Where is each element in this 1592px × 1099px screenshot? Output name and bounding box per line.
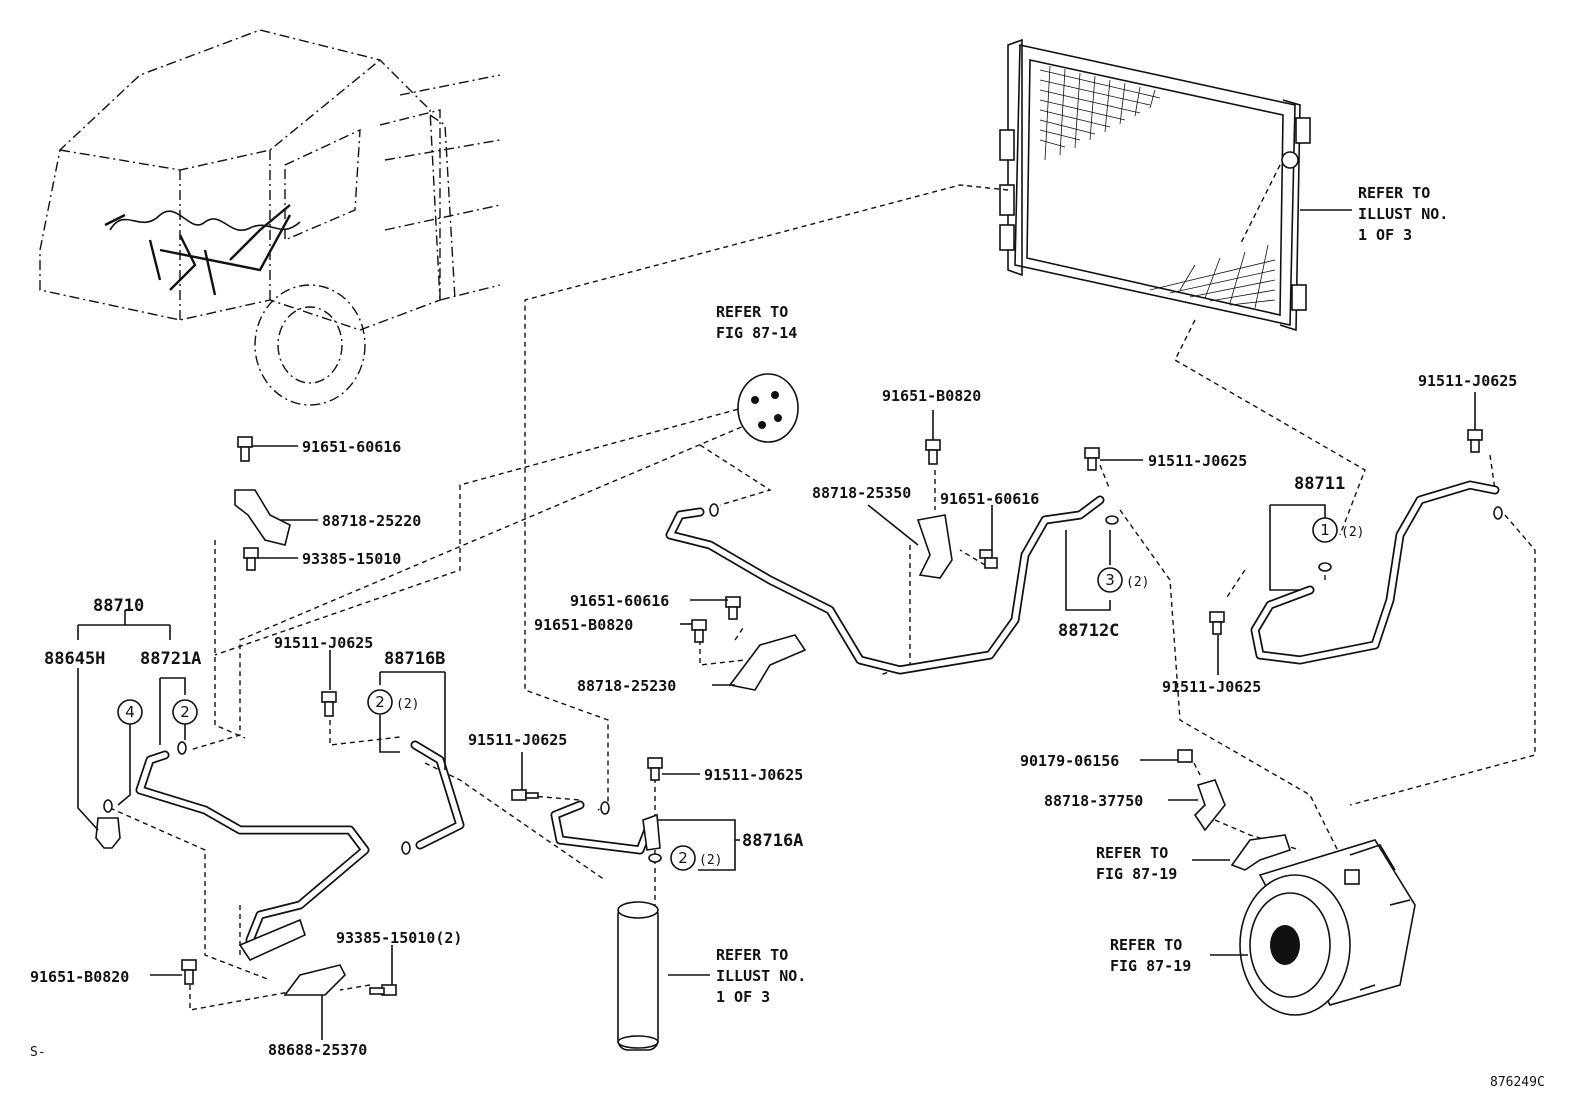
part-label-91651-b0820: 91651-B0820 — [534, 616, 633, 634]
part-label-91511-j0625: 91511-J0625 — [1148, 452, 1247, 470]
part-label-91511-j0625: 91511-J0625 — [704, 766, 803, 784]
leader-lines — [109, 164, 1536, 1011]
svg-text:1 OF 3: 1 OF 3 — [1358, 226, 1412, 244]
quantity-label: (2) — [1341, 525, 1364, 540]
part-label-91651-b0820: 91651-B0820 — [30, 968, 129, 986]
svg-text:REFER TO: REFER TO — [1358, 184, 1430, 202]
refer-to-illust-note: REFER TO ILLUST NO. 1 OF 3 — [716, 946, 806, 1006]
svg-text:FIG 87-19: FIG 87-19 — [1096, 865, 1177, 883]
refer-to-illust-note: REFER TO ILLUST NO. 1 OF 3 — [1358, 184, 1448, 244]
part-label-88718-25220: 88718-25220 — [322, 512, 421, 530]
part-label-88712c: 88712C — [1058, 621, 1119, 641]
bolt-icon — [321, 691, 337, 717]
svg-text:REFER TO: REFER TO — [716, 303, 788, 321]
svg-text:2: 2 — [375, 693, 385, 711]
block-fitting — [238, 918, 306, 962]
bolt-icon — [925, 439, 941, 465]
callout-circle-2: 2 — [367, 689, 393, 715]
footer-mark: S- — [30, 1045, 46, 1060]
callout-circle-1: 1 — [1312, 517, 1338, 543]
callout-circles: 4 2 2 2 3 1 — [117, 517, 1338, 871]
svg-text:ILLUST NO.: ILLUST NO. — [716, 967, 806, 985]
clutch-pulley-icon — [737, 373, 799, 443]
pressure-switch-88645h — [95, 817, 121, 849]
quantity-label: (2) — [699, 853, 722, 868]
part-label-88716a: 88716A — [742, 831, 803, 851]
bolt-icon — [691, 619, 707, 643]
refer-to-fig-87-14-note: REFER TO FIG 87-14 — [716, 303, 797, 342]
svg-text:2: 2 — [180, 703, 190, 721]
svg-text:1 OF 3: 1 OF 3 — [716, 988, 770, 1006]
part-label-88711: 88711 — [1294, 474, 1345, 494]
refer-to-fig-87-19-note: REFER TO FIG 87-19 — [1110, 936, 1191, 975]
bolt-icon — [181, 959, 197, 985]
svg-text:FIG 87-19: FIG 87-19 — [1110, 957, 1191, 975]
svg-text:REFER TO: REFER TO — [1110, 936, 1182, 954]
svg-text:REFER TO: REFER TO — [1096, 844, 1168, 862]
part-label-91651-60616: 91651-60616 — [570, 592, 669, 610]
small-parts — [95, 373, 1503, 1051]
part-label-91511-j0625: 91511-J0625 — [1418, 372, 1517, 390]
label-leaders — [77, 209, 1476, 1040]
quantity-label: (2) — [396, 697, 419, 712]
part-labels: 91651-60616 88718-25220 93385-15010 8871… — [30, 184, 1545, 1090]
bolt-icon — [725, 596, 741, 620]
bracket-88718-25230 — [728, 634, 807, 691]
refer-to-fig-87-19-note: REFER TO FIG 87-19 — [1096, 844, 1177, 883]
callout-circle-3: 3 — [1097, 567, 1123, 593]
bracket-88718-25220 — [234, 489, 291, 546]
part-label-91511-j0625: 91511-J0625 — [274, 634, 373, 652]
bolt-icon — [979, 549, 998, 569]
part-label-91511-j0625: 91511-J0625 — [468, 731, 567, 749]
quantity-label: (2) — [1126, 575, 1149, 590]
bolt-icon — [1209, 611, 1225, 635]
receiver-drier — [617, 901, 659, 1051]
callout-circle-2: 2 — [172, 699, 198, 725]
svg-text:1: 1 — [1320, 521, 1330, 539]
valve-fitting — [642, 813, 661, 851]
vehicle-outline-illustration — [39, 29, 501, 406]
bracket-fig-87-19 — [1230, 834, 1292, 871]
part-label-93385-15010: 93385-15010 — [302, 550, 401, 568]
condenser-illustration — [999, 38, 1311, 332]
part-label-93385-15010-qty2: 93385-15010(2) — [336, 929, 462, 947]
bolt-icon — [237, 436, 253, 462]
svg-text:4: 4 — [125, 703, 135, 721]
part-label-88716b: 88716B — [384, 649, 445, 669]
part-label-91511-j0625: 91511-J0625 — [1162, 678, 1261, 696]
bolt-icon — [369, 984, 397, 996]
bolt-icon — [647, 757, 663, 781]
bracket-88688-25370 — [283, 964, 346, 996]
compressor — [1239, 839, 1416, 1016]
part-label-88688-25370: 88688-25370 — [268, 1041, 367, 1059]
part-label-88718-25230: 88718-25230 — [577, 677, 676, 695]
part-label-88718-37750: 88718-37750 — [1044, 792, 1143, 810]
part-label-91651-b0820: 91651-B0820 — [882, 387, 981, 405]
refrigerant-lines — [135, 480, 1500, 945]
svg-text:ILLUST NO.: ILLUST NO. — [1358, 205, 1448, 223]
callout-circle-2: 2 — [670, 845, 696, 871]
diagram-code: 876249C — [1490, 1075, 1545, 1090]
part-label-91651-60616: 91651-60616 — [302, 438, 401, 456]
callout-circle-4: 4 — [117, 699, 143, 725]
part-label-88721a: 88721A — [140, 649, 201, 669]
svg-text:2: 2 — [678, 849, 688, 867]
bolt-icon — [243, 547, 259, 571]
svg-text:REFER TO: REFER TO — [716, 946, 788, 964]
bracket-88718-25350 — [916, 514, 953, 579]
part-label-88710: 88710 — [93, 596, 144, 616]
part-label-91651-60616: 91651-60616 — [940, 490, 1039, 508]
svg-text:FIG 87-14: FIG 87-14 — [716, 324, 797, 342]
bolt-icon — [511, 789, 539, 801]
nut-icon — [1177, 749, 1193, 763]
bolt-icon — [1467, 429, 1483, 453]
part-label-88718-25350: 88718-25350 — [812, 484, 911, 502]
part-label-90179-06156: 90179-06156 — [1020, 752, 1119, 770]
bolt-icon — [1084, 447, 1100, 471]
bracket-88718-37750 — [1193, 779, 1226, 832]
part-label-88645h: 88645H — [44, 649, 105, 669]
svg-text:3: 3 — [1105, 571, 1115, 589]
